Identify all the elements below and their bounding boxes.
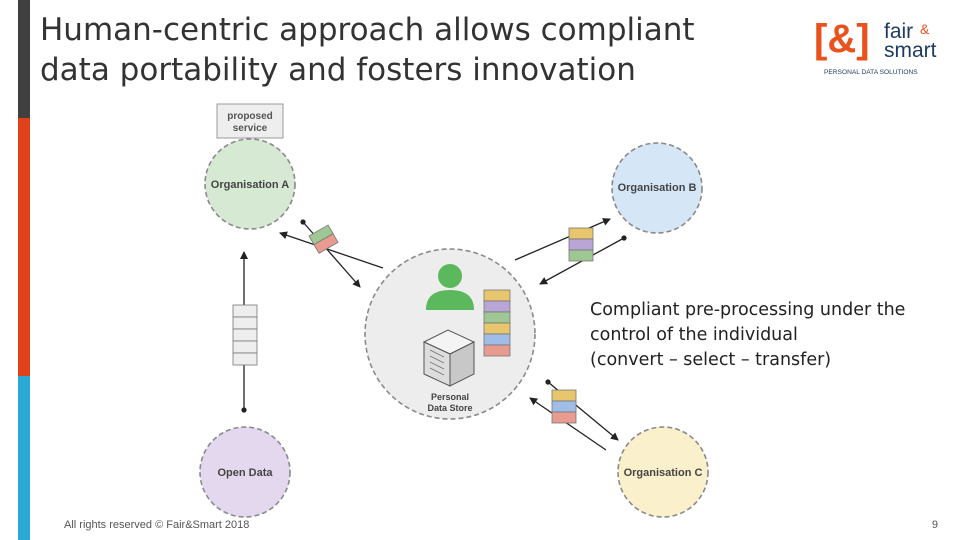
callout-line-1: Compliant pre-processing under the: [590, 300, 906, 320]
personal-data-store-node: Personal Data Store: [364, 248, 536, 420]
proposed-service-box: proposed service: [216, 103, 284, 139]
person-icon: [426, 264, 474, 310]
organisation-b-label: Organisation B: [618, 182, 697, 194]
document-stack-open-data-icon: [232, 304, 258, 366]
sidebar-bar-dark: [18, 0, 30, 118]
document-stack-org-c-icon: [551, 389, 577, 424]
slide-title-line-2: data portability and fosters innovation: [40, 52, 636, 88]
center-document-stack-icon: [483, 289, 511, 357]
personal-data-store-label-1: Personal: [431, 392, 469, 402]
copyright-footer: All rights reserved © Fair&Smart 2018: [64, 519, 250, 531]
organisation-c-label: Organisation C: [624, 467, 703, 479]
open-data-label: Open Data: [217, 467, 273, 479]
logo-word-smart: smart: [884, 39, 937, 62]
logo-word-amp: &: [920, 21, 930, 37]
open-data-node: Open Data: [199, 426, 291, 518]
preprocessing-callout: Compliant pre-processing under the contr…: [590, 298, 930, 373]
connector-org-c-to-center: [529, 397, 607, 451]
logo-tagline: PERSONAL DATA SOLUTIONS: [824, 69, 918, 76]
page-number: 9: [931, 519, 938, 531]
document-stack-org-a-icon: [308, 224, 339, 254]
organisation-b-node: Organisation B: [611, 142, 703, 234]
organisation-c-node: Organisation C: [617, 426, 709, 518]
proposed-service-label-2: service: [233, 123, 268, 134]
data-store-box-icon: [422, 329, 476, 387]
organisation-a-label: Organisation A: [211, 179, 289, 191]
logo-bracket-mark: [&]: [814, 17, 870, 61]
proposed-service-label-1: proposed: [227, 111, 273, 122]
document-stack-org-b-icon: [568, 227, 594, 262]
organisation-a-node: Organisation A: [204, 138, 296, 230]
slide-title-line-1: Human-centric approach allows compliant: [40, 12, 695, 48]
sidebar-bar-blue: [18, 376, 30, 540]
fair-smart-logo: [&] fair & smart PERSONAL DATA SOLUTIONS: [814, 17, 937, 76]
personal-data-store-label-2: Data Store: [427, 403, 472, 413]
logo-word-fair: fair: [884, 20, 913, 43]
callout-line-2: control of the individual: [590, 325, 798, 345]
sidebar-bar-orange: [18, 118, 30, 376]
connector-org-a-to-center: [300, 219, 361, 288]
slide-title: Human-centric approach allows compliant …: [40, 10, 760, 90]
callout-line-3: (convert – select – transfer): [590, 350, 832, 370]
